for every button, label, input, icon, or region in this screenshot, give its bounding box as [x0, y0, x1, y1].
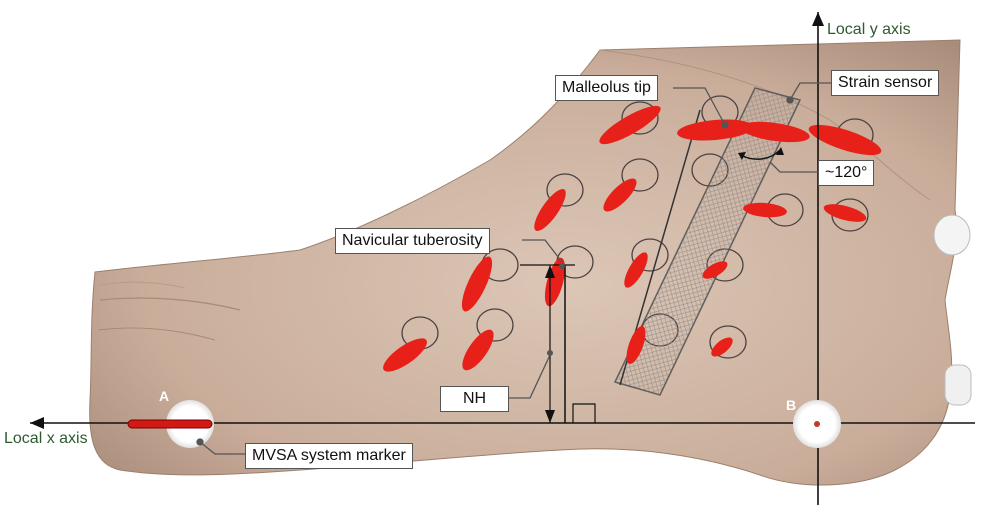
heel-marker-upper: [933, 214, 971, 256]
navicular-tuberosity-callout: Navicular tuberosity: [335, 228, 490, 254]
marker-a-label: A: [159, 388, 170, 404]
strain-sensor-callout: Strain sensor: [831, 70, 940, 96]
strain-patterns: [383, 105, 882, 372]
mvsa-system-marker-callout: MVSA system marker: [245, 443, 413, 469]
leader-lines: [196, 82, 838, 455]
local-y-axis-label: Local y axis: [827, 21, 911, 38]
strain-sensor-band: [613, 87, 802, 396]
local-x-axis-label: Local x axis: [4, 430, 88, 447]
malleolus-tip-callout: Malleolus tip: [555, 75, 658, 101]
nh-callout: NH: [440, 386, 510, 412]
marker-b-label: B: [786, 397, 797, 413]
angle-callout: ~120°: [818, 160, 875, 186]
heel-marker-lower: [944, 364, 972, 406]
